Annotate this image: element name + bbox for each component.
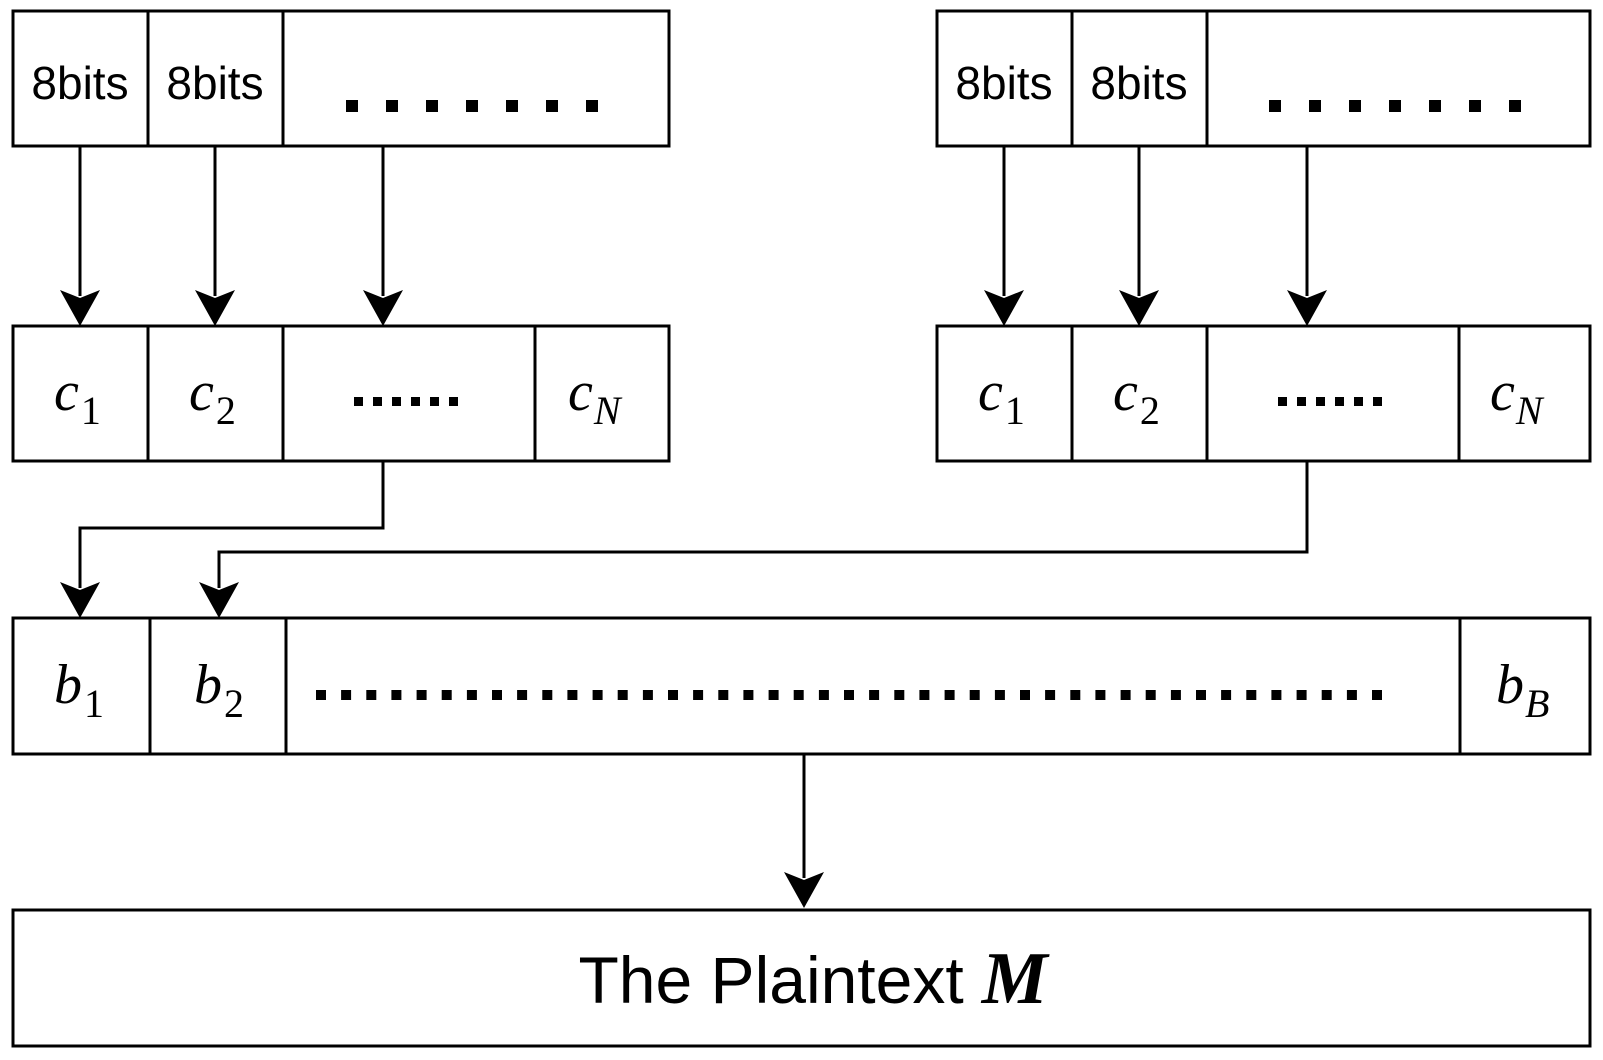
block-to-plaintext-arrow [784, 754, 824, 908]
ellipsis-dot [592, 690, 603, 700]
byte-label: 8bits [166, 57, 263, 109]
char-row-left: c1 c2 cN [11, 324, 671, 463]
byte-row-right: 8bits 8bits [935, 9, 1592, 148]
char-cell-more [1205, 324, 1461, 463]
byte-to-char-arrows-right [984, 146, 1327, 326]
char-cell [1457, 324, 1592, 463]
ellipsis-dot [441, 690, 452, 700]
byte-to-char-arrows-left [60, 146, 403, 326]
ellipsis-dot [969, 690, 980, 700]
ellipsis-dot [894, 690, 905, 700]
block-symbol: b1 [54, 654, 104, 726]
plaintext-output [11, 908, 1592, 1048]
ellipsis-dot [869, 690, 880, 700]
block-row: b1 b2 bB [11, 616, 1592, 756]
ellipsis-dot [1120, 690, 1131, 700]
byte-ellipsis [346, 100, 598, 112]
char-symbol: c1 [978, 361, 1025, 433]
byte-cell-more [1205, 9, 1592, 148]
ellipsis-dot [416, 690, 427, 700]
char-symbol: c2 [1113, 361, 1160, 433]
char-symbol: c2 [189, 361, 236, 433]
ellipsis-dot [567, 690, 578, 700]
ellipsis-dot [668, 690, 678, 700]
char-cell [146, 324, 285, 463]
ellipsis-dot [341, 690, 352, 700]
ellipsis-dot [1095, 690, 1106, 700]
ellipsis-dot [944, 690, 955, 700]
byte-ellipsis [1269, 100, 1521, 112]
ellipsis-dot [642, 690, 653, 700]
ellipsis-dot [1321, 690, 1332, 700]
ellipsis-dot [366, 690, 377, 700]
ellipsis-dot [1221, 690, 1232, 700]
char-symbol: cN [568, 361, 623, 433]
ellipsis-dot [391, 690, 402, 700]
ellipsis-dot [818, 690, 829, 700]
ellipsis-dot [718, 690, 729, 700]
byte-row-left: 8bits 8bits [11, 9, 671, 148]
char-cell-more [281, 324, 537, 463]
char-ellipsis [354, 397, 458, 406]
char-to-block-arrows [60, 461, 1309, 618]
byte-cell-more [281, 9, 671, 148]
ellipsis-dot [1346, 690, 1357, 700]
ellipsis-dot [1145, 690, 1156, 700]
ellipsis-dot [517, 690, 528, 700]
ellipsis-dot [768, 690, 779, 700]
ellipsis-dot [919, 690, 930, 700]
char-symbol: cN [1490, 361, 1545, 433]
ellipsis-dot [1020, 690, 1030, 700]
block-ellipsis [316, 690, 1382, 700]
char-cell [533, 324, 671, 463]
ellipsis-dot [1170, 690, 1181, 700]
ellipsis-dot [316, 690, 326, 700]
ellipsis-dot [466, 690, 477, 700]
block-cell-more [284, 616, 1462, 756]
ellipsis-dot [844, 690, 854, 700]
byte-label: 8bits [1090, 57, 1187, 109]
ellipsis-dot [617, 690, 628, 700]
char-cell [11, 324, 150, 463]
block-symbol: bB [1496, 654, 1549, 726]
ellipsis-dot [1070, 690, 1081, 700]
ellipsis-dot [994, 690, 1005, 700]
ellipsis-dot [793, 690, 804, 700]
byte-cell [11, 9, 150, 148]
ellipsis-dot [492, 690, 502, 700]
ellipsis-dot [743, 690, 754, 700]
char-ellipsis [1278, 397, 1382, 406]
char-symbol: c1 [54, 361, 101, 433]
ellipsis-dot [1045, 690, 1056, 700]
byte-label: 8bits [31, 57, 128, 109]
ellipsis-dot [1196, 690, 1206, 700]
byte-label: 8bits [955, 57, 1052, 109]
ellipsis-dot [1372, 690, 1382, 700]
ellipsis-dot [693, 690, 704, 700]
block-cell [148, 616, 288, 756]
ellipsis-dot [1271, 690, 1282, 700]
char-row-right: c1 c2 cN [935, 324, 1592, 463]
char-cell [1070, 324, 1209, 463]
block-symbol: b2 [194, 654, 244, 726]
ellipsis-dot [1296, 690, 1307, 700]
block-cell [1458, 616, 1592, 756]
byte-cell [146, 9, 285, 148]
ellipsis-dot [542, 690, 553, 700]
char-cell [935, 324, 1074, 463]
ellipsis-dot [1246, 690, 1257, 700]
